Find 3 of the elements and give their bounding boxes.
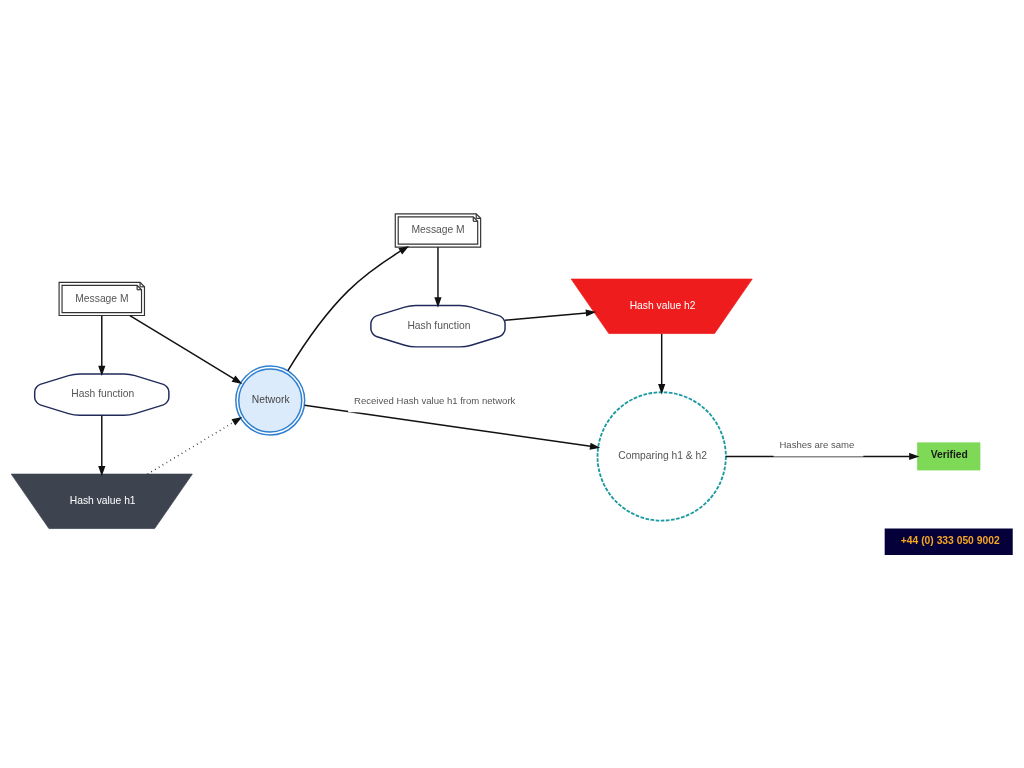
edge-label: Hashes are same <box>779 438 855 450</box>
label: +44 (0) 333 050 9002 <box>900 534 1000 546</box>
edge-label: Received Hash value h1 from network <box>354 394 516 406</box>
